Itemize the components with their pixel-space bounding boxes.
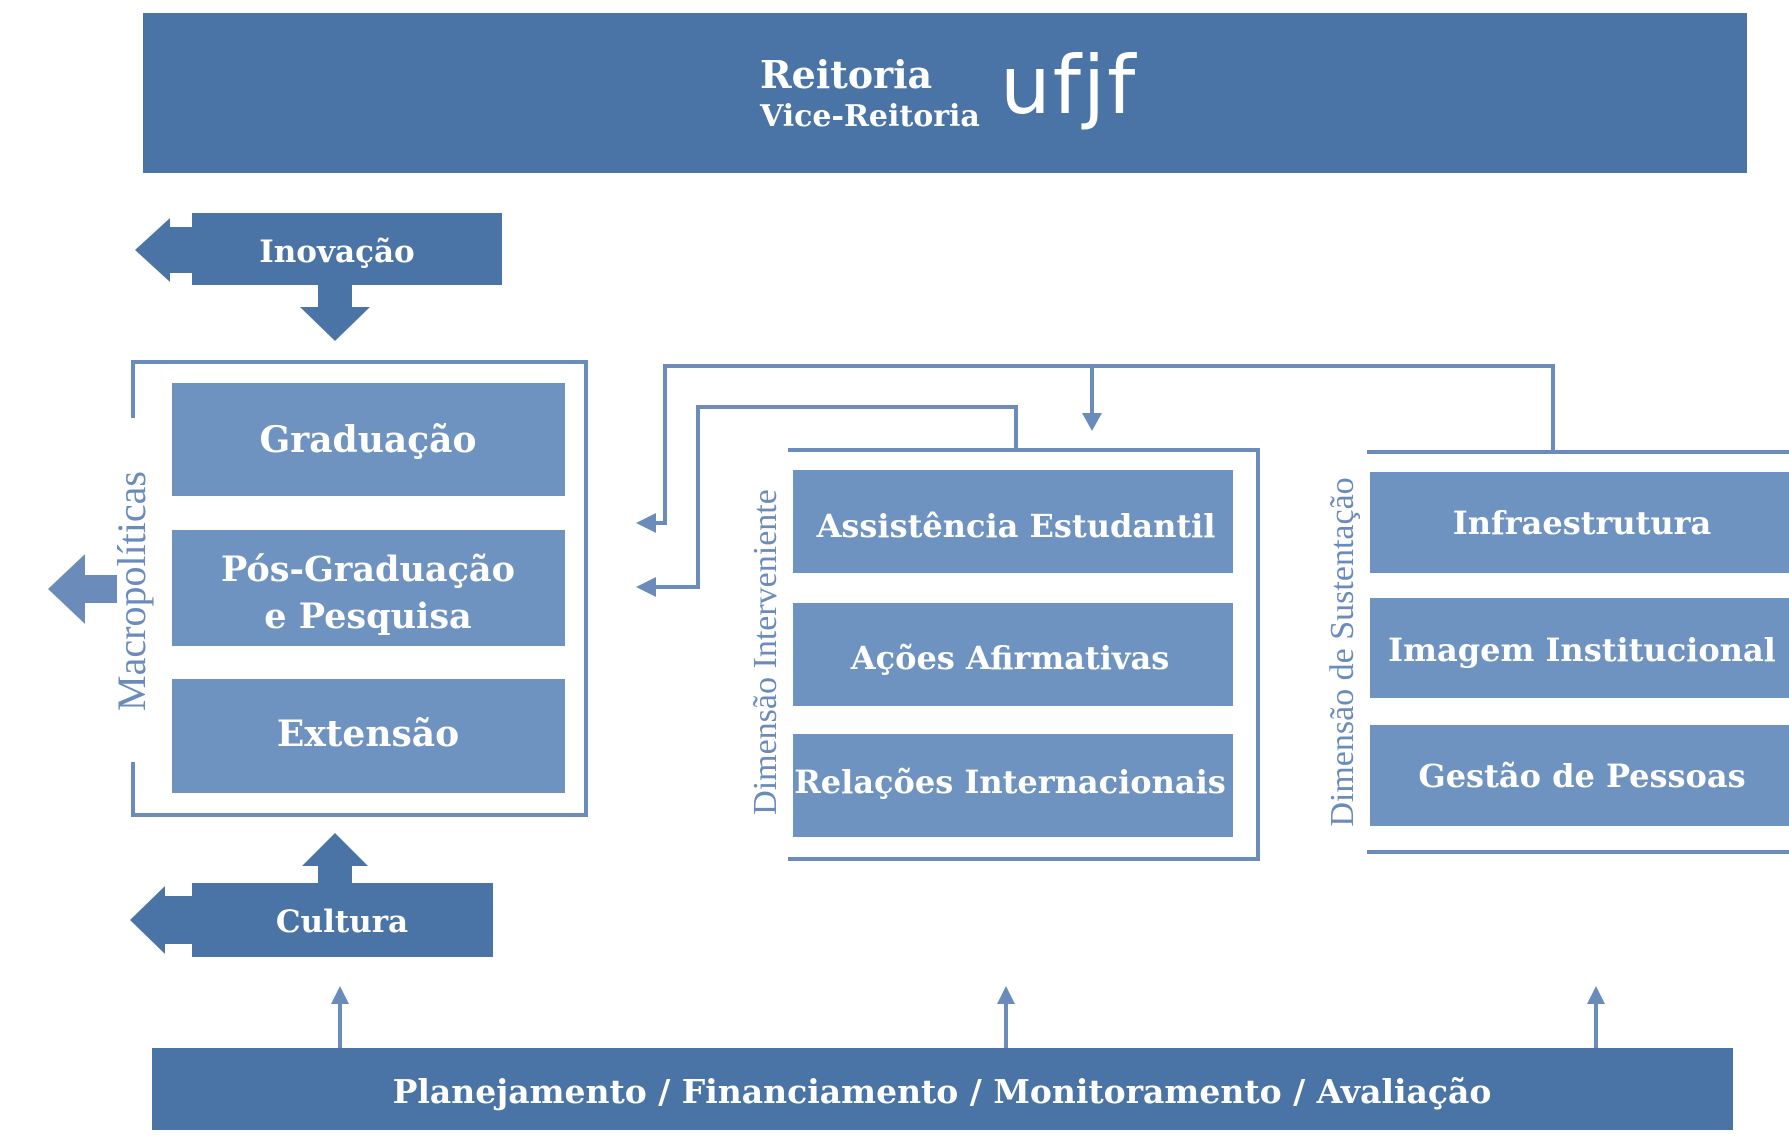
graduacao-label: Graduação bbox=[260, 419, 477, 461]
inovacao-arrow-block bbox=[135, 213, 502, 341]
cultura-box bbox=[192, 883, 493, 957]
macropoliticas-frame bbox=[131, 360, 588, 817]
graduacao-box bbox=[172, 383, 565, 496]
feedback-connectors bbox=[655, 364, 1555, 589]
arrowhead-icon bbox=[636, 513, 656, 533]
gestao-label: Gestão de Pessoas bbox=[1418, 757, 1745, 795]
footer-bar bbox=[152, 1048, 1733, 1130]
inovacao-box bbox=[192, 213, 502, 285]
footer-up-arrows bbox=[331, 986, 1605, 1048]
header-subtitle: Vice-Reitoria bbox=[759, 99, 980, 134]
pesquisa-label: e Pesquisa bbox=[264, 596, 471, 637]
ufjf-logo: ufjf bbox=[1000, 39, 1137, 132]
sustentacao-frame bbox=[1367, 450, 1789, 854]
down-arrow-icon bbox=[300, 285, 370, 341]
imagem-box bbox=[1370, 598, 1789, 698]
cultura-label: Cultura bbox=[276, 904, 408, 940]
arrowhead-icon bbox=[1082, 413, 1102, 431]
connector-arrowheads bbox=[636, 413, 1102, 597]
left-arrow-icon bbox=[130, 886, 192, 954]
gestao-box bbox=[1370, 725, 1789, 826]
up-arrow-icon bbox=[302, 833, 368, 883]
sustentacao-label: Dimensão de Sustentação bbox=[1324, 477, 1361, 826]
assistencia-box bbox=[793, 470, 1233, 573]
relacoes-label: Relações Internacionais bbox=[794, 763, 1226, 801]
footer-label: Planejamento / Financiamento / Monitoram… bbox=[393, 1072, 1492, 1111]
pos-graduacao-label: Pós-Graduação bbox=[221, 549, 515, 590]
header-banner bbox=[143, 13, 1747, 173]
up-arrow-icon bbox=[1587, 986, 1605, 1004]
acoes-label: Ações Afirmativas bbox=[850, 639, 1169, 677]
header-title: Reitoria bbox=[760, 52, 932, 97]
pos-graduacao-box bbox=[172, 530, 565, 646]
assistencia-label: Assistência Estudantil bbox=[816, 507, 1216, 545]
extensao-box bbox=[172, 679, 565, 793]
acoes-box bbox=[793, 603, 1233, 706]
imagem-label: Imagem Institucional bbox=[1388, 631, 1776, 669]
extensao-label: Extensão bbox=[277, 713, 459, 755]
up-arrow-icon bbox=[997, 986, 1015, 1004]
up-arrow-icon bbox=[331, 986, 349, 1004]
inovacao-label: Inovação bbox=[259, 234, 414, 270]
infraestrutura-label: Infraestrutura bbox=[1453, 504, 1712, 542]
cultura-arrow-block bbox=[130, 833, 493, 957]
infraestrutura-box bbox=[1370, 472, 1789, 573]
interveniente-label: Dimensão Interveniente bbox=[747, 489, 784, 815]
macropoliticas-left-arrow-icon bbox=[48, 554, 117, 624]
relacoes-box bbox=[793, 734, 1233, 837]
interveniente-frame bbox=[788, 448, 1260, 861]
arrowhead-icon bbox=[636, 577, 656, 597]
left-arrow-icon bbox=[135, 218, 192, 282]
